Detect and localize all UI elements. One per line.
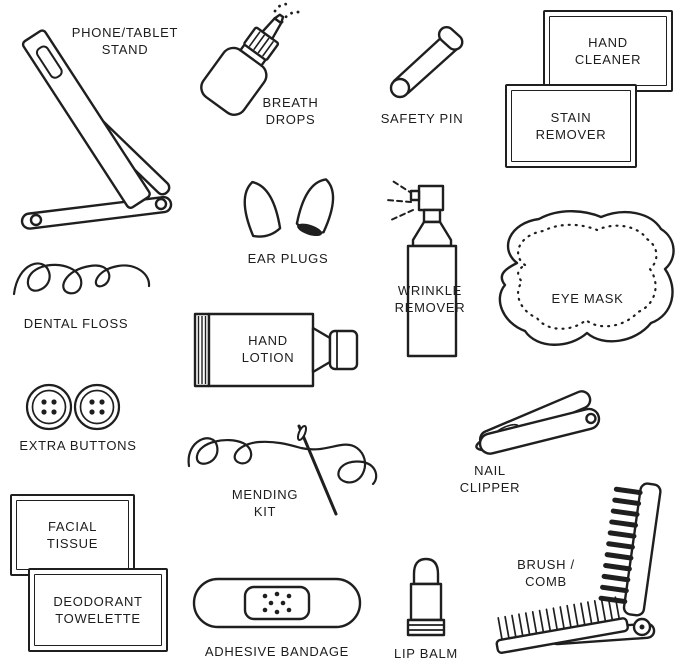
ear-plugs-icon — [243, 178, 335, 238]
adhesive-bandage-icon — [192, 577, 362, 629]
extra-buttons-icon — [25, 383, 121, 431]
hand-lotion-icon — [193, 312, 359, 388]
stain-remover-packet-border — [511, 90, 631, 162]
stain-remover-packet: STAIN REMOVER — [505, 84, 637, 168]
hand-lotion-label: HAND LOTION — [241, 333, 295, 366]
facial-tissue-label: FACIAL TISSUE — [46, 518, 99, 551]
eye-mask-icon — [498, 210, 675, 346]
stain-remover-label: STAIN REMOVER — [535, 109, 607, 142]
deodorant-towelette-packet: DEODORANT TOWELETTE — [28, 568, 168, 652]
lip-balm-label: LIP BALM — [394, 646, 458, 661]
eye-mask-label: EYE MASK — [551, 291, 624, 306]
nail-clipper-icon — [475, 390, 601, 455]
facial-tissue-packet: FACIAL TISSUE — [10, 494, 135, 576]
hand-cleaner-packet: HAND CLEANER — [543, 10, 673, 92]
ear-plugs-label: EAR PLUGS — [247, 251, 329, 266]
breath-drops-icon — [200, 2, 305, 116]
wrinkle-remover-icon — [386, 179, 458, 358]
breath-drops-label: BREATH DROPS — [262, 95, 319, 128]
nail-clipper-label: NAIL CLIPPER — [459, 463, 521, 496]
phone-tablet-stand-icon — [20, 29, 173, 230]
lip-balm-icon — [406, 557, 446, 637]
phone-tablet-stand-label: PHONE/TABLET STAND — [71, 25, 179, 58]
adhesive-bandage-label: ADHESIVE BANDAGE — [204, 644, 350, 659]
safety-pin-icon — [389, 25, 464, 99]
safety-pin-label: SAFETY PIN — [380, 111, 464, 126]
brush-comb-label: BRUSH / COMB — [517, 557, 575, 590]
mending-kit-label: MENDING KIT — [231, 487, 299, 520]
mending-kit-icon — [187, 424, 378, 516]
deodorant-towelette-packet-border — [34, 574, 162, 646]
wrinkle-remover-label: WRINKLE REMOVER — [394, 283, 466, 316]
hand-cleaner-label: HAND CLEANER — [574, 34, 642, 67]
deodorant-towelette-label: DEODORANT TOWELETTE — [53, 593, 143, 626]
dental-floss-label: DENTAL FLOSS — [23, 316, 129, 331]
extra-buttons-label: EXTRA BUTTONS — [19, 438, 137, 453]
dental-floss-icon — [12, 262, 151, 296]
brush-comb-icon — [495, 482, 662, 654]
